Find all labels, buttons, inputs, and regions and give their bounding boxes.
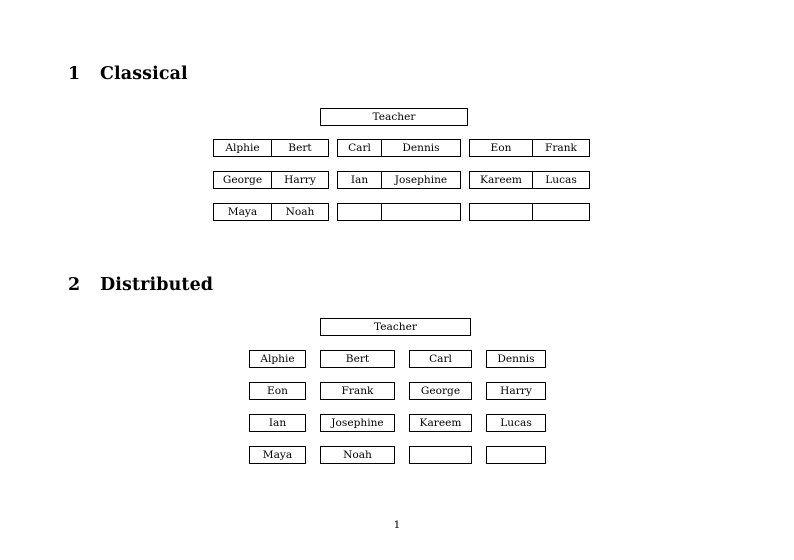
distributed-student-box: Dennis [486, 350, 546, 368]
distributed-student-box: Frank [320, 382, 395, 400]
table-row: Eon Frank [469, 139, 590, 157]
classical-group-0-row-1: George Harry [213, 171, 329, 189]
distributed-student-box: Eon [249, 382, 306, 400]
distributed-student-box-empty [486, 446, 546, 464]
distributed-student-box: Lucas [486, 414, 546, 432]
student-cell: George [213, 171, 272, 189]
distributed-student-box: Alphie [249, 350, 306, 368]
student-cell: Carl [337, 139, 382, 157]
distributed-student-box: Josephine [320, 414, 395, 432]
student-cell: Noah [271, 203, 329, 221]
classical-group-0-row-0: Alphie Bert [213, 139, 329, 157]
table-row [337, 203, 461, 221]
section-heading-distributed: 2 Distributed [68, 275, 213, 295]
student-cell: Kareem [469, 171, 533, 189]
distributed-student-box: Kareem [409, 414, 472, 432]
section-number: 1 [68, 64, 81, 84]
distributed-student-box: Maya [249, 446, 306, 464]
section-heading-classical: 1 Classical [68, 64, 188, 84]
section-title: Classical [100, 64, 188, 84]
distributed-student-box: Harry [486, 382, 546, 400]
student-cell: Maya [213, 203, 272, 221]
student-cell: Dennis [381, 139, 461, 157]
classical-group-1-row-2 [337, 203, 461, 221]
table-row: Ian Josephine [337, 171, 461, 189]
distributed-student-box: Carl [409, 350, 472, 368]
student-cell-empty [381, 203, 461, 221]
table-row: Kareem Lucas [469, 171, 590, 189]
student-cell: Frank [532, 139, 590, 157]
student-cell-empty [532, 203, 590, 221]
classical-group-2-row-0: Eon Frank [469, 139, 590, 157]
student-cell: Harry [271, 171, 329, 189]
table-row: Carl Dennis [337, 139, 461, 157]
distributed-student-box: Noah [320, 446, 395, 464]
distributed-student-box: Ian [249, 414, 306, 432]
page-number: 1 [393, 519, 401, 531]
student-cell: Alphie [213, 139, 272, 157]
distributed-student-box: Bert [320, 350, 395, 368]
classical-group-1-row-1: Ian Josephine [337, 171, 461, 189]
student-cell: Josephine [381, 171, 461, 189]
student-cell-empty [337, 203, 382, 221]
table-row: George Harry [213, 171, 329, 189]
distributed-student-box: George [409, 382, 472, 400]
distributed-teacher-box: Teacher [320, 318, 471, 336]
section-title: Distributed [100, 275, 214, 295]
section-number: 2 [68, 275, 81, 295]
classical-teacher-box: Teacher [320, 108, 468, 126]
classical-group-1-row-0: Carl Dennis [337, 139, 461, 157]
student-cell: Lucas [532, 171, 590, 189]
table-row [469, 203, 590, 221]
student-cell-empty [469, 203, 533, 221]
classical-group-2-row-2 [469, 203, 590, 221]
table-row: Alphie Bert [213, 139, 329, 157]
student-cell: Ian [337, 171, 382, 189]
classical-group-0-row-2: Maya Noah [213, 203, 329, 221]
table-row: Maya Noah [213, 203, 329, 221]
student-cell: Eon [469, 139, 533, 157]
student-cell: Bert [271, 139, 329, 157]
classical-group-2-row-1: Kareem Lucas [469, 171, 590, 189]
distributed-student-box-empty [409, 446, 472, 464]
